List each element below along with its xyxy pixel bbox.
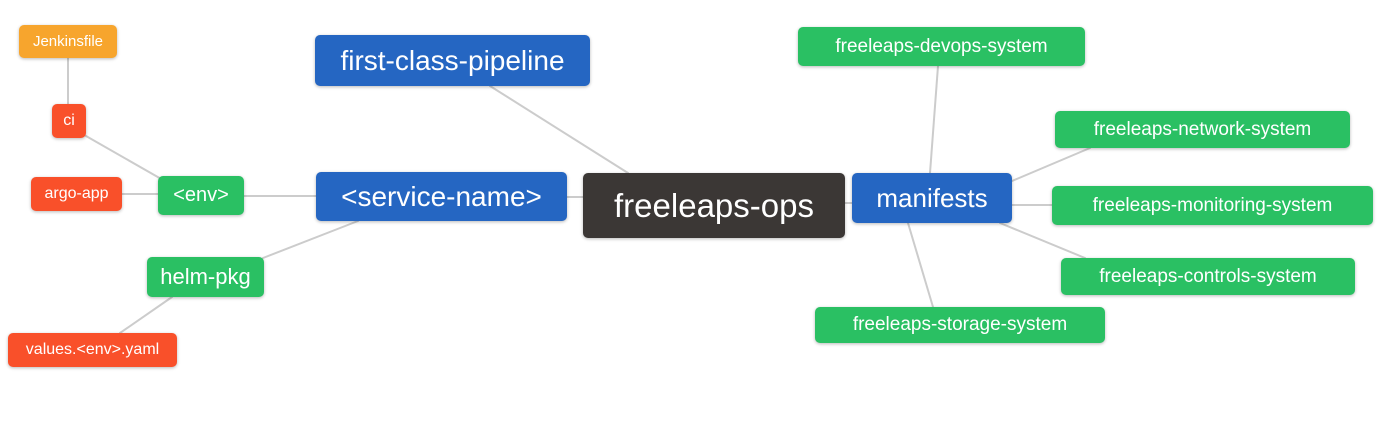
node-jenkinsfile[interactable]: Jenkinsfile: [19, 25, 117, 58]
node-argo-app[interactable]: argo-app: [31, 177, 122, 211]
edge-manifests-to-freeleaps-storage-system: [907, 222, 934, 308]
node-freeleaps-network-system[interactable]: freeleaps-network-system: [1055, 111, 1350, 148]
node-manifests[interactable]: manifests: [852, 173, 1012, 223]
edge-ci-to-env: [85, 135, 164, 181]
edge-manifests-to-freeleaps-controls-system: [999, 222, 1086, 259]
node-freeleaps-ops[interactable]: freeleaps-ops: [583, 173, 845, 238]
node-service-name[interactable]: <service-name>: [316, 172, 567, 221]
node-freeleaps-controls-system[interactable]: freeleaps-controls-system: [1061, 258, 1355, 295]
edge-service-name-to-helm-pkg: [262, 220, 359, 259]
node-helm-pkg[interactable]: helm-pkg: [147, 257, 264, 297]
edge-first-class-pipeline-to-freeleaps-ops: [489, 85, 629, 174]
node-freeleaps-monitoring-system[interactable]: freeleaps-monitoring-system: [1052, 186, 1373, 225]
edge-manifests-to-freeleaps-devops-system: [929, 65, 939, 174]
node-freeleaps-devops-system[interactable]: freeleaps-devops-system: [798, 27, 1085, 66]
node-ci[interactable]: ci: [52, 104, 86, 138]
edge-manifests-to-freeleaps-network-system: [1011, 147, 1091, 182]
edge-helm-pkg-to-values-env-yaml: [119, 296, 173, 334]
node-env[interactable]: <env>: [158, 176, 244, 215]
node-first-class-pipeline[interactable]: first-class-pipeline: [315, 35, 590, 86]
node-values-env-yaml[interactable]: values.<env>.yaml: [8, 333, 177, 367]
node-freeleaps-storage-system[interactable]: freeleaps-storage-system: [815, 307, 1105, 343]
